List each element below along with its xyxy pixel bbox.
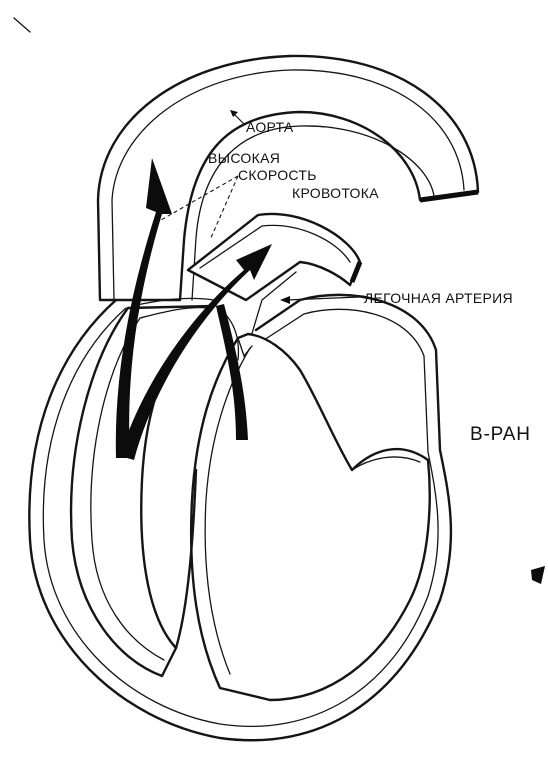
high-velocity-label-line1: ВЫСОКАЯ xyxy=(208,150,280,166)
high-velocity-label-line2: СКОРОСТЬ xyxy=(238,167,317,183)
aorta-label: АОРТА xyxy=(246,119,294,135)
high-velocity-label-line3: КРОВОТОКА xyxy=(292,185,379,201)
scan-artifact-blot xyxy=(531,566,545,584)
pulmonary-artery-vessel xyxy=(188,214,360,340)
scan-artifact-mark xyxy=(14,18,30,32)
pulmonary-artery-label: ЛЕГОЧНАЯ АРТЕРИЯ xyxy=(364,290,513,306)
mode-label: В-РАН xyxy=(470,424,531,445)
right-ventricle xyxy=(191,334,430,700)
